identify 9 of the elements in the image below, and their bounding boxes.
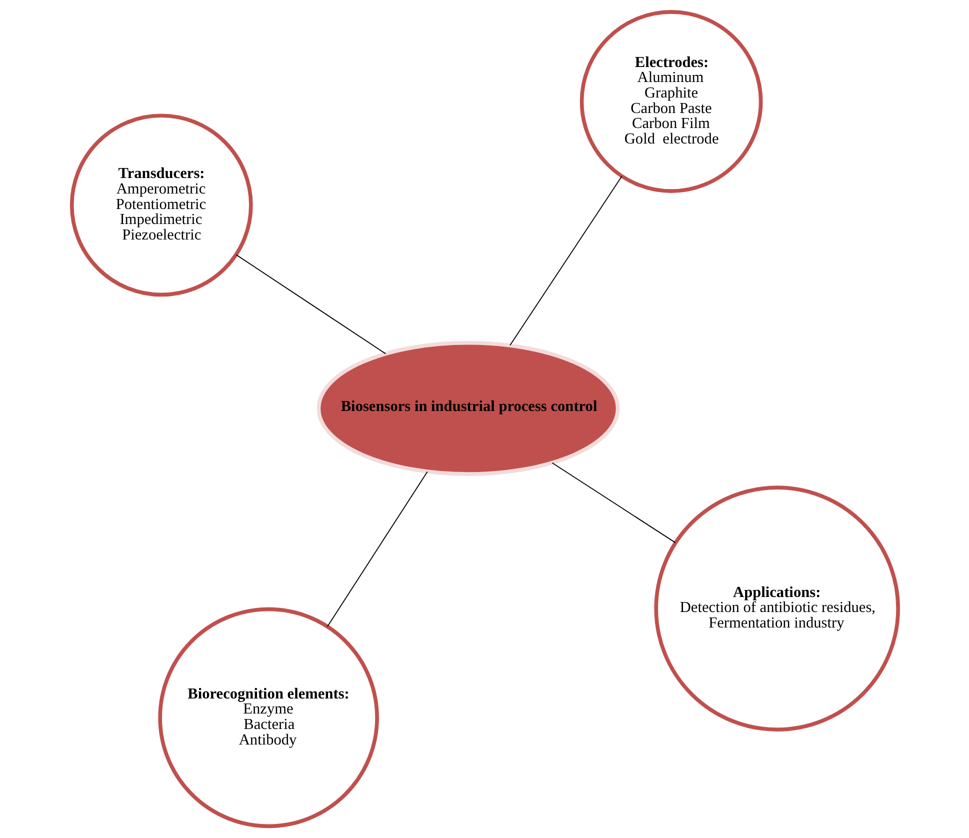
node-ellipse: Biosensors in industrial process control bbox=[316, 340, 620, 476]
node-circle: Biorecognition elements: Enzyme Bacteria Antibody bbox=[158, 607, 378, 828]
node-circle: Transducers: Amperometric Potentiometric Impedimetric Piezoelectric bbox=[69, 114, 252, 297]
connector bbox=[551, 462, 676, 544]
connector bbox=[326, 471, 428, 628]
node-circle: Electrodes: Aluminum Graphite Carbon Paste Carbon Film Gold electrode bbox=[579, 10, 762, 193]
connector bbox=[509, 176, 622, 346]
node-circle: Applications: Detection of antibiotic residues, Fermentation industry bbox=[654, 486, 900, 732]
connector bbox=[235, 254, 386, 354]
